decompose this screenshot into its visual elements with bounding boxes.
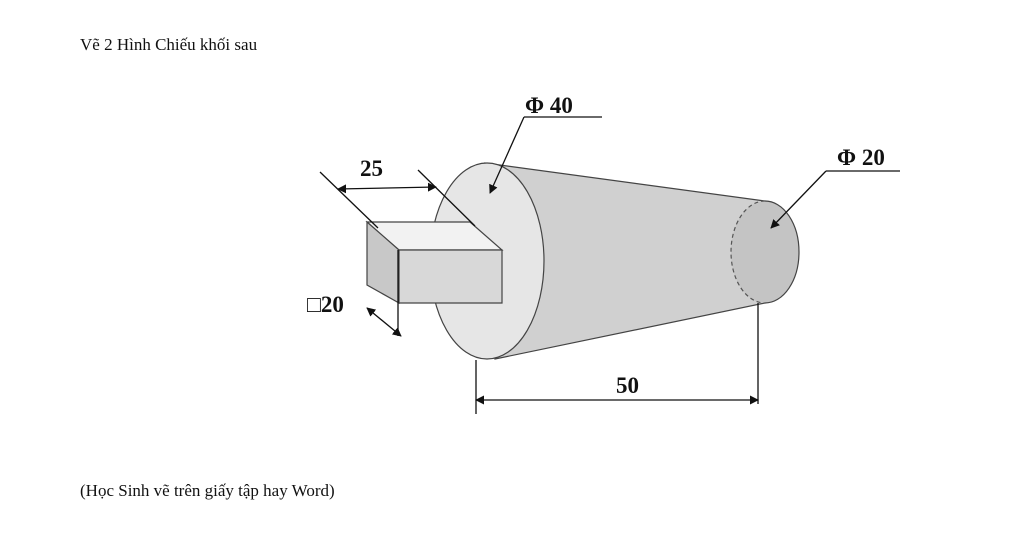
dim-phi-20-leader bbox=[770, 170, 827, 229]
small-end-visible-edge bbox=[764, 200, 800, 304]
dim-25-extension-right bbox=[417, 169, 476, 227]
dim-phi-40-label: Φ 40 bbox=[525, 93, 573, 118]
dim-phi-20-label: Φ 20 bbox=[837, 145, 885, 170]
dim-25-extension-left bbox=[319, 171, 379, 229]
student-note-text: (Học Sinh vẽ trên giấy tập hay Word) bbox=[80, 481, 335, 500]
dim-phi-40-leader bbox=[489, 116, 525, 194]
dim-square-20-label: □20 bbox=[307, 292, 344, 317]
key-front-face bbox=[398, 249, 503, 304]
instruction-text: Vẽ 2 Hình Chiếu khối sau bbox=[80, 35, 258, 54]
dim-square-20-line bbox=[366, 307, 402, 337]
small-end-face bbox=[731, 201, 799, 303]
dim-25-label: 25 bbox=[360, 156, 383, 181]
small-end-hidden-edge bbox=[730, 200, 766, 304]
dim-25-line bbox=[337, 182, 437, 194]
dim-50-label: 50 bbox=[616, 373, 639, 398]
